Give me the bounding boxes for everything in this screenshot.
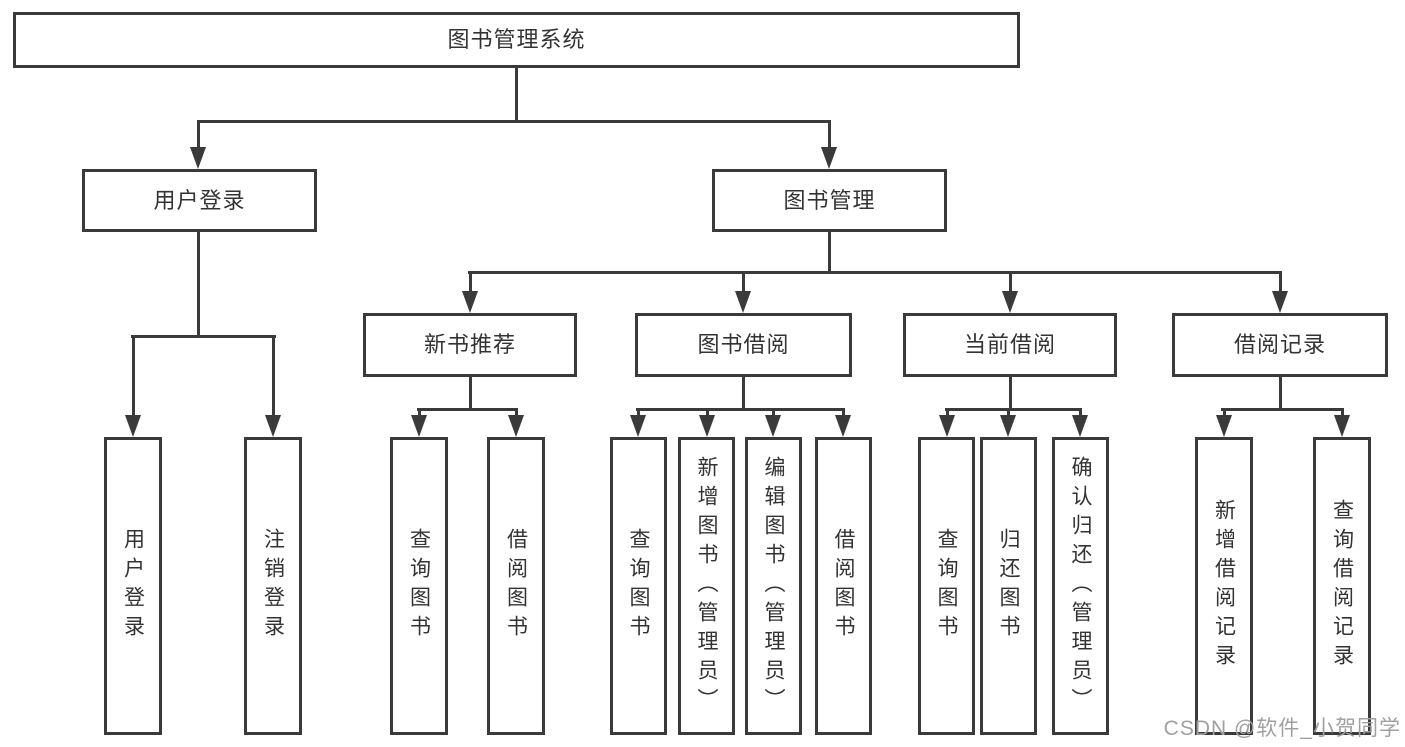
node-leaf-cb-confirm-return-admin: 确认归还（管理员）: [1052, 437, 1109, 735]
node-new-book-recommend: 新书推荐: [363, 313, 577, 377]
node-leaf-bb-query-books: 查询图书: [610, 437, 667, 735]
connector-line: [1009, 274, 1012, 293]
connector-line: [131, 335, 276, 338]
connector-line: [1079, 411, 1082, 417]
connector-line: [742, 274, 745, 293]
node-borrow-records: 借阅记录: [1172, 313, 1388, 377]
connector-line: [945, 408, 1082, 411]
node-leaf-bb-add-books-admin: 新增图书（管理员）: [678, 437, 735, 735]
connector-line: [197, 123, 200, 149]
connector-line: [828, 232, 831, 274]
connector-line: [272, 338, 275, 417]
arrowhead-down-icon: [939, 415, 955, 437]
node-current-borrow: 当前借阅: [903, 313, 1117, 377]
connector-line: [828, 123, 831, 149]
arrowhead-down-icon: [265, 415, 281, 437]
connector-line: [637, 411, 640, 417]
arrowhead-down-icon: [821, 147, 837, 169]
node-book-management: 图书管理: [712, 169, 947, 232]
connector-line: [197, 120, 831, 123]
arrowhead-down-icon: [1216, 415, 1232, 437]
arrowhead-down-icon: [1002, 291, 1018, 313]
connector-line: [1009, 377, 1012, 411]
node-leaf-br-add-record: 新增借阅记录: [1195, 437, 1253, 735]
connector-line: [1007, 411, 1010, 417]
arrowhead-down-icon: [1272, 291, 1288, 313]
arrowhead-down-icon: [508, 415, 524, 437]
connector-line: [468, 271, 1282, 274]
arrowhead-down-icon: [735, 291, 751, 313]
arrowhead-down-icon: [699, 415, 715, 437]
arrowhead-down-icon: [1000, 415, 1016, 437]
connector-line: [1223, 411, 1226, 417]
connector-line: [706, 411, 709, 417]
arrowhead-down-icon: [630, 415, 646, 437]
connector-line: [418, 411, 421, 417]
arrowhead-down-icon: [462, 291, 478, 313]
node-system-root: 图书管理系统: [13, 12, 1020, 68]
node-user-login: 用户登录: [82, 169, 317, 232]
node-leaf-cb-return-books: 归还图书: [980, 437, 1037, 735]
node-leaf-br-query-record: 查询借阅记录: [1313, 437, 1371, 735]
node-leaf-nb-borrow-books: 借阅图书: [487, 437, 545, 735]
connector-line: [1279, 377, 1282, 411]
node-leaf-user-login: 用户登录: [104, 437, 162, 735]
arrowhead-down-icon: [1334, 415, 1350, 437]
connector-line: [842, 411, 845, 417]
arrowhead-down-icon: [1072, 415, 1088, 437]
arrowhead-down-icon: [765, 415, 781, 437]
arrowhead-down-icon: [835, 415, 851, 437]
arrowhead-down-icon: [190, 147, 206, 169]
connector-line: [742, 377, 745, 411]
connector-line: [469, 274, 472, 293]
connector-line: [636, 408, 845, 411]
node-leaf-logout: 注销登录: [244, 437, 302, 735]
connector-line: [197, 232, 200, 338]
connector-line: [1221, 408, 1344, 411]
connector-line: [1341, 411, 1344, 417]
connector-line: [417, 408, 518, 411]
connector-line: [515, 68, 518, 120]
connector-line: [946, 411, 949, 417]
arrowhead-down-icon: [125, 415, 141, 437]
connector-line: [1279, 274, 1282, 293]
arrowhead-down-icon: [411, 415, 427, 437]
node-book-borrow: 图书借阅: [635, 313, 852, 377]
node-leaf-bb-borrow-books: 借阅图书: [815, 437, 872, 735]
connector-line: [772, 411, 775, 417]
node-leaf-cb-query-books: 查询图书: [918, 437, 975, 735]
node-leaf-nb-query-books: 查询图书: [390, 437, 448, 735]
node-leaf-bb-edit-books-admin: 编辑图书（管理员）: [745, 437, 802, 735]
connector-line: [469, 377, 472, 411]
connector-line: [132, 338, 135, 417]
connector-line: [515, 411, 518, 417]
